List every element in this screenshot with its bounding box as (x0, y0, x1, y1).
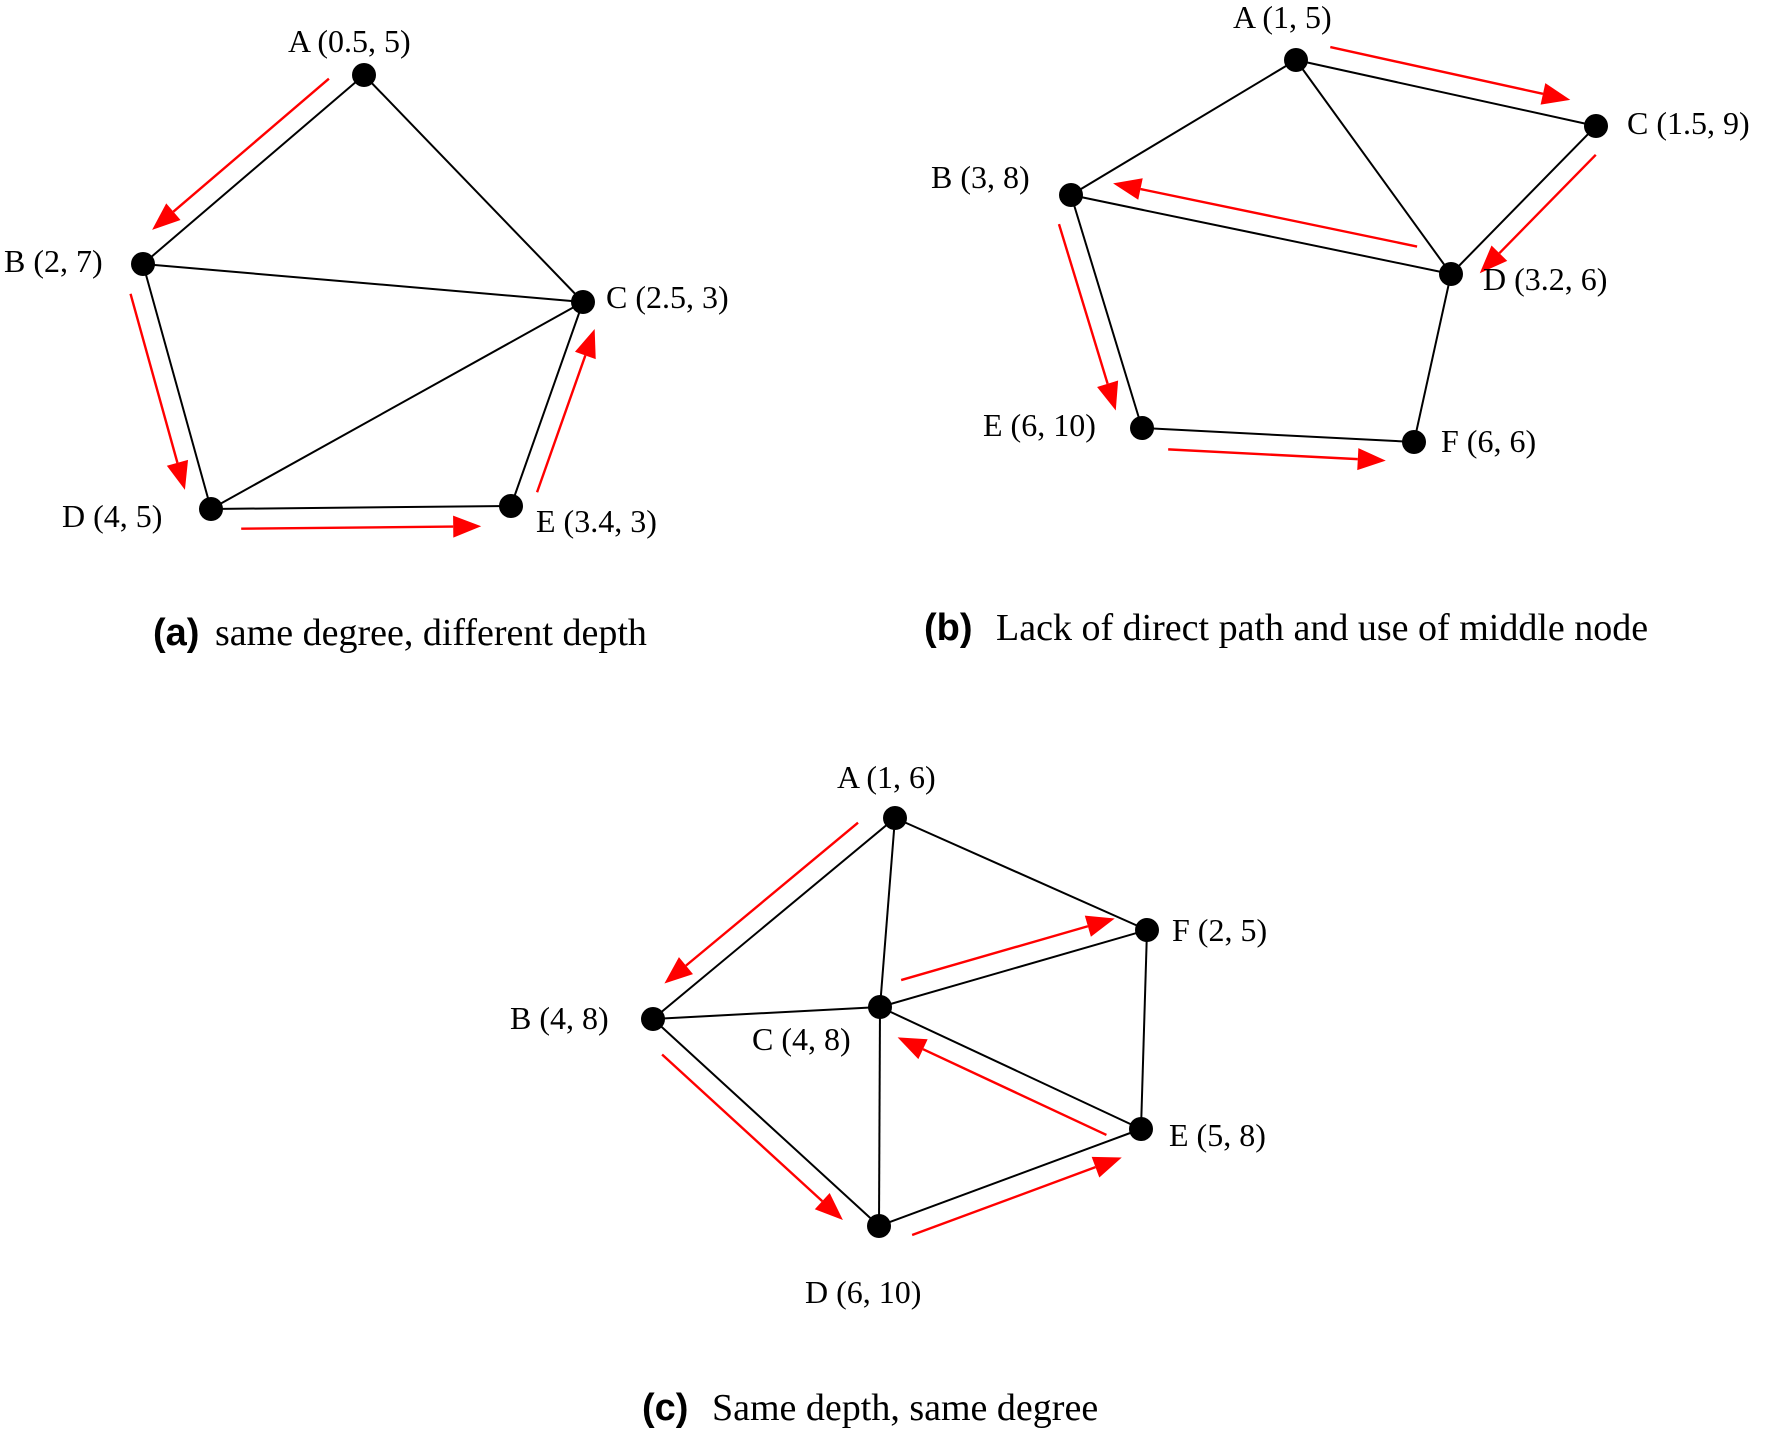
path-arrow-B-D (661, 1053, 843, 1221)
caption-letter: (a) (153, 612, 199, 654)
caption-letter: (b) (924, 607, 973, 649)
path-arrow-A-B (152, 77, 330, 230)
panel-a: A (0.5, 5) B (2, 7) C (2.5, 3) D (4, 5) E (3… (4, 23, 729, 654)
node-A (883, 806, 907, 830)
path-arrow-E-C (897, 1037, 1107, 1137)
path-arrow-A-B (664, 821, 859, 984)
node-D (867, 1214, 891, 1238)
edge-E-F (1141, 427, 1415, 443)
node-B (1059, 183, 1083, 207)
edge-A-F (894, 817, 1148, 931)
node-label-A: A (1, 5) (1233, 0, 1332, 35)
edge-A-C (1295, 59, 1597, 127)
edge-C-D (1450, 125, 1597, 275)
edge-C-D (878, 1006, 881, 1227)
path-arrow-C-F (900, 915, 1115, 982)
node-E (499, 494, 523, 518)
edge-C-D (210, 301, 584, 510)
path-arrow-E-C (535, 329, 596, 493)
node-label-A: A (0.5, 5) (288, 23, 411, 59)
path-arrow-A-C (1330, 45, 1571, 105)
edge-A-B (142, 74, 365, 265)
edge-B-C (652, 1006, 881, 1020)
edge-B-E (1070, 194, 1143, 429)
node-label-F: F (2, 5) (1172, 912, 1267, 948)
edge-B-D (1070, 194, 1452, 275)
node-C (571, 290, 595, 314)
path-arrow-D-E (241, 515, 482, 538)
edge-D-F (1413, 273, 1452, 443)
edge-C-E (510, 301, 584, 507)
node-F (1135, 918, 1159, 942)
edge-E-F (1140, 929, 1148, 1130)
node-label-E: E (3.4, 3) (536, 503, 657, 539)
node-A (1284, 48, 1308, 72)
caption-text: Same depth, same degree (712, 1387, 1098, 1429)
node-D (1439, 262, 1463, 286)
caption-letter: (c) (642, 1387, 688, 1429)
caption-text: Lack of direct path and use of middle no… (996, 607, 1648, 649)
edge-A-B (652, 817, 896, 1020)
node-E (1130, 416, 1154, 440)
edge-B-D (142, 263, 212, 510)
edge-A-C (363, 74, 584, 303)
edge-B-C (142, 263, 584, 303)
edge-A-B (1070, 59, 1297, 196)
node-label-B: B (4, 8) (510, 1000, 609, 1036)
node-label-A: A (1, 6) (837, 759, 936, 795)
node-C (1584, 114, 1608, 138)
path-arrow-E-F (1168, 448, 1386, 471)
node-label-E: E (5, 8) (1169, 1117, 1266, 1153)
path-arrow-B-E (1057, 223, 1119, 411)
node-label-D: D (6, 10) (805, 1274, 921, 1310)
edge-C-F (879, 929, 1148, 1008)
node-label-F: F (6, 6) (1441, 423, 1536, 459)
node-D (199, 497, 223, 521)
path-arrow-D-B (1113, 178, 1418, 248)
panel-c: A (1, 6) B (4, 8) C (4, 8) D (6, 10) E (5, 8… (510, 759, 1267, 1429)
edge-D-E (210, 505, 512, 510)
node-label-C: C (2.5, 3) (606, 279, 729, 315)
node-F (1402, 430, 1426, 454)
node-A (352, 63, 376, 87)
node-label-C: C (1.5, 9) (1627, 105, 1750, 141)
node-label-D: D (3.2, 6) (1483, 261, 1607, 297)
edge-D-E (878, 1128, 1142, 1227)
node-label-D: D (4, 5) (62, 498, 162, 534)
path-arrow-B-D (129, 293, 189, 490)
node-label-B: B (3, 8) (931, 159, 1030, 195)
edge-C-E (879, 1006, 1142, 1130)
caption-text: same degree, different depth (215, 612, 647, 654)
edge-A-D (1295, 59, 1452, 275)
path-arrow-C-D (1479, 153, 1597, 274)
edge-A-C (879, 817, 896, 1008)
node-B (131, 252, 155, 276)
path-arrow-D-E (911, 1156, 1122, 1237)
node-label-B: B (2, 7) (4, 243, 103, 279)
edge-B-D (652, 1018, 880, 1227)
node-C (868, 995, 892, 1019)
node-B (641, 1007, 665, 1031)
node-label-E: E (6, 10) (983, 407, 1096, 443)
node-E (1129, 1117, 1153, 1141)
panel-b: A (1, 5) B (3, 8) C (1.5, 9) D (3.2, 6) E (6… (924, 0, 1750, 649)
node-label-C: C (4, 8) (752, 1021, 851, 1057)
